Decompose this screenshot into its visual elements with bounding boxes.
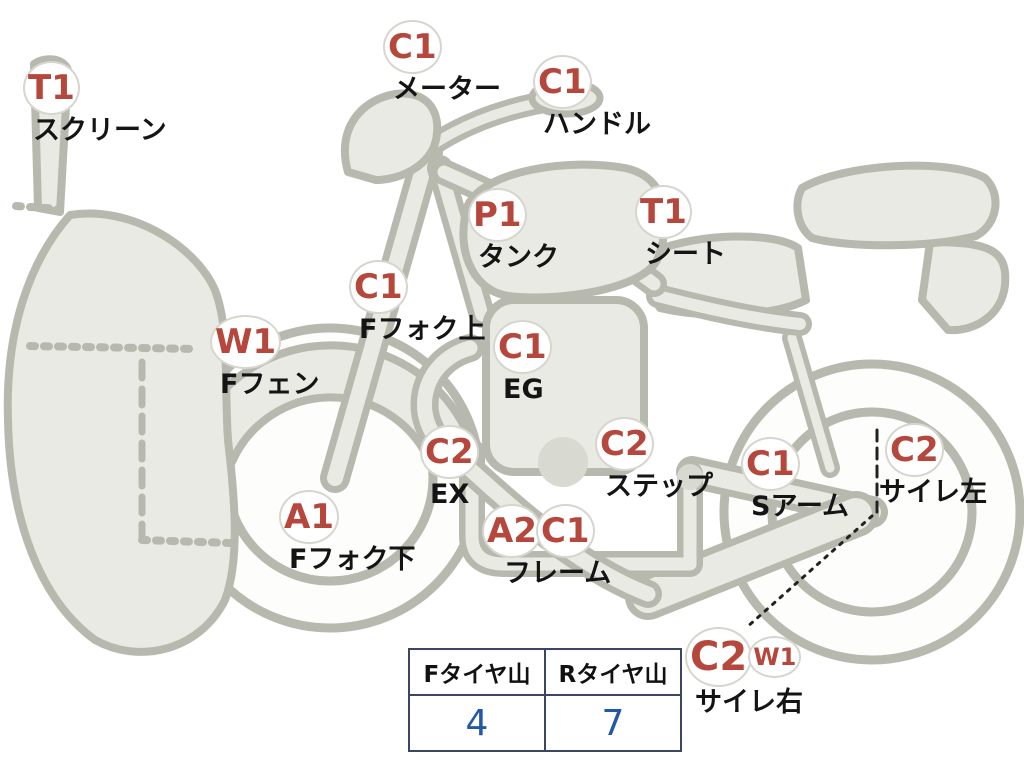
condition-code: C1 (741, 437, 800, 491)
marker-step: C2 ステップ (595, 417, 713, 502)
tail-cowl-shape (918, 238, 1010, 335)
silencer-right-callout-line (744, 514, 874, 630)
marker-tank: P1 タンク (468, 188, 559, 273)
part-label: メーター (393, 74, 501, 105)
rear-tire-tread-value: 7 (544, 694, 682, 752)
fairing-seam-top (12, 202, 64, 213)
part-label: サイレ右 (695, 687, 803, 718)
front-tire-tread-value: 4 (408, 694, 546, 752)
rear-tire-header: Rタイヤ山 (544, 648, 682, 696)
front-tire-header: Fタイヤ山 (408, 648, 546, 696)
marker-handlebar: C1 ハンドル (533, 55, 651, 140)
marker-swing-arm: C1 Sアーム (741, 437, 849, 522)
part-label: タンク (478, 242, 559, 273)
condition-code: T1 (23, 61, 80, 115)
marker-silencer-left: C2 サイレ左 (879, 423, 987, 508)
condition-code: W1 (210, 315, 282, 369)
engine-cover-detail (538, 437, 588, 487)
tire-tread-table: Fタイヤ山 Rタイヤ山 4 7 (408, 648, 682, 752)
marker-front-fork-upper: C1 Fフォク上 (349, 260, 485, 345)
rear-seat-shape (793, 161, 1000, 250)
condition-code: C2 (885, 423, 944, 477)
condition-code: C1 (383, 20, 442, 74)
condition-code: C1 (493, 320, 552, 374)
condition-code: C1 (535, 504, 595, 558)
marker-engine: C1 EG (493, 320, 552, 405)
tire-table-header-row: Fタイヤ山 Rタイヤ山 (408, 648, 682, 696)
condition-code: C2 (595, 417, 654, 471)
part-label: Sアーム (751, 491, 850, 522)
marker-silencer-right: C2 W1 サイレ右 (685, 627, 803, 718)
marker-frame: A2 C1 フレーム (482, 504, 611, 589)
part-label: Fフェン (220, 369, 320, 400)
part-label: EG (503, 374, 544, 405)
condition-code: C1 (533, 55, 592, 109)
part-label: スクリーン (33, 115, 167, 146)
part-label: Fフォク下 (289, 544, 416, 575)
marker-exhaust: C2 EX (420, 425, 479, 510)
condition-code: W1 (748, 636, 802, 678)
fairing-seam-mid (26, 342, 200, 353)
part-label: ハンドル (543, 109, 651, 140)
condition-code: T1 (635, 185, 692, 239)
part-label: EX (430, 479, 470, 510)
marker-meter: C1 メーター (383, 20, 501, 105)
marker-front-fender: W1 Fフェン (210, 315, 319, 400)
tire-table-value-row: 4 7 (408, 694, 682, 752)
condition-code: C2 (685, 627, 753, 687)
condition-code: P1 (468, 188, 527, 242)
part-label: Fフォク上 (359, 314, 486, 345)
marker-seat: T1 シート (635, 185, 726, 270)
mirror-shape (340, 89, 442, 184)
marker-screen: T1 スクリーン (23, 61, 167, 146)
marker-front-fork-lower: A1 Fフォク下 (279, 490, 415, 575)
part-label: フレーム (504, 558, 612, 589)
part-label: ステップ (605, 471, 713, 502)
part-label: サイレ左 (879, 477, 987, 508)
condition-code: A1 (279, 490, 339, 544)
part-label: シート (645, 239, 726, 270)
front-fairing-shape (3, 209, 239, 656)
condition-code: A2 (482, 504, 542, 558)
condition-code: C2 (420, 425, 479, 479)
step-detail (677, 464, 703, 490)
fairing-seam-bottom (138, 536, 234, 547)
condition-code: C1 (349, 260, 408, 314)
